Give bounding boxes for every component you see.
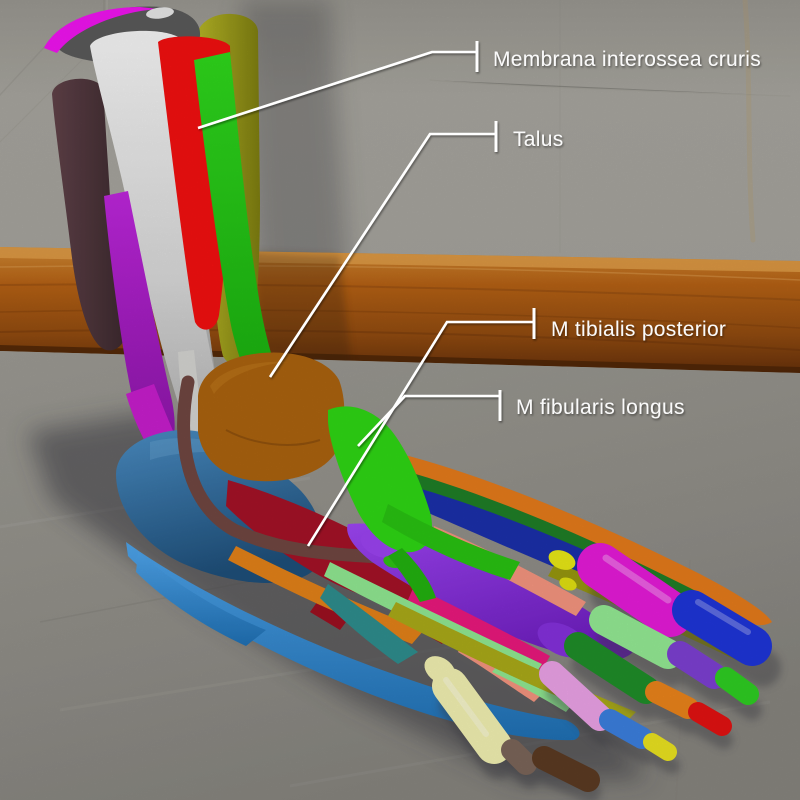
- leader-line: [306, 320, 534, 547]
- leader-line: [268, 132, 496, 378]
- annotation-labels: Membrana interossea cruris Talus M tibia…: [197, 41, 761, 547]
- label-tick: [494, 121, 498, 152]
- label-m-fibularis-longus: M fibularis longus: [357, 390, 685, 447]
- label-text: Talus: [513, 128, 564, 151]
- leader-line: [197, 50, 477, 130]
- label-text: M tibialis posterior: [551, 318, 726, 341]
- label-talus: Talus: [268, 121, 564, 378]
- label-text: M fibularis longus: [516, 396, 685, 419]
- leader-line: [357, 394, 500, 447]
- label-text: Membrana interossea cruris: [493, 48, 761, 71]
- label-m-tibialis-posterior: M tibialis posterior: [306, 308, 726, 547]
- label-tick: [498, 390, 502, 421]
- label-membrana-interossea-cruris: Membrana interossea cruris: [197, 41, 761, 130]
- label-tick: [532, 308, 536, 339]
- label-tick: [475, 41, 479, 72]
